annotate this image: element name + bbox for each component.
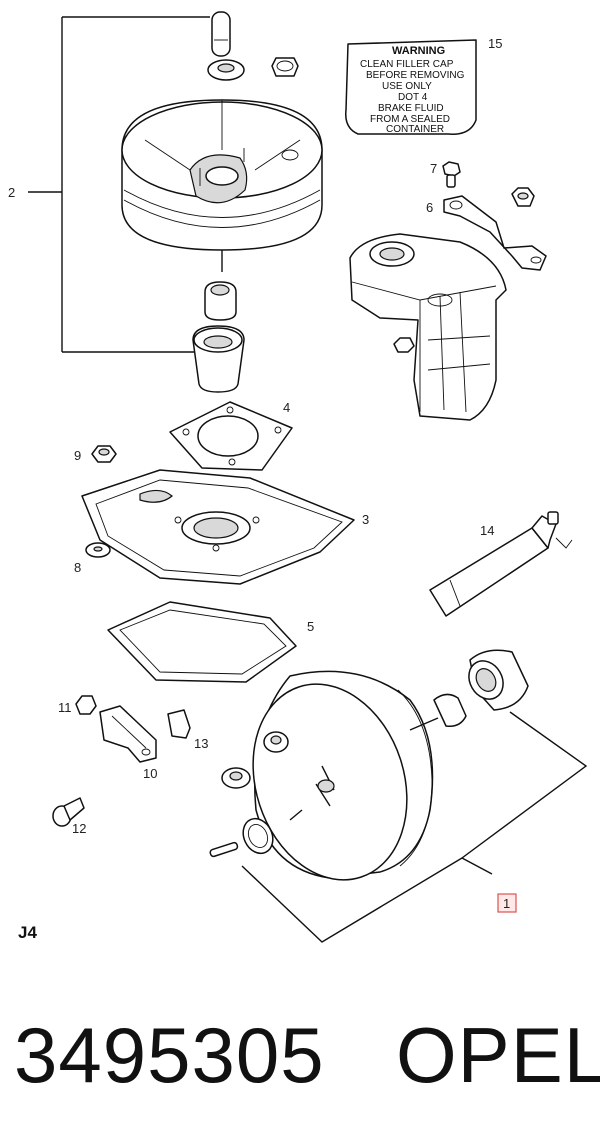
warning-line-6: FROM A SEALED [370,114,450,125]
warning-line-7: CONTAINER [386,124,444,135]
gasket-4-part [169,401,293,471]
rubber-grommet-part [221,767,251,789]
bump-stop-part [204,281,237,321]
clip-13-part [167,709,191,739]
washer-8-part [85,542,111,558]
bearing-nut-part [207,59,245,81]
brake-booster-part [252,670,439,881]
callout-1-box: 1 [497,893,517,913]
cup-bushing-part [192,325,245,393]
warning-label-part: WARNING CLEAN FILLER CAP BEFORE REMOVING… [345,39,477,135]
callout-8: 8 [74,560,81,575]
callout-3: 3 [362,512,369,527]
callout-4: 4 [283,400,290,415]
dowel-pin-part [209,841,239,858]
warning-title: WARNING [392,45,445,57]
part-number: 3495305 [14,1011,325,1099]
small-nut-part [393,337,415,353]
warning-line-1: CLEAN FILLER CAP [360,59,454,70]
callout-10: 10 [143,766,157,781]
warning-line-3: USE ONLY [382,81,432,92]
callout-14: 14 [480,523,494,538]
filter-part [433,693,467,728]
callout-7: 7 [430,161,437,176]
pin-12-part [52,797,85,827]
callout-5: 5 [307,619,314,634]
callout-1: 1 [503,896,510,911]
master-cylinder-reservoir-part [349,233,507,421]
warning-line-4: DOT 4 [398,92,428,103]
bolt-7-part [442,161,461,188]
callout-11: 11 [58,700,72,715]
nut-11-part [75,695,97,715]
warning-line-5: BRAKE FLUID [378,103,444,114]
mounting-plate-3-part [81,469,355,585]
pin-part [211,11,231,57]
nut-9-part [91,445,117,463]
callout-2: 2 [8,185,15,200]
warning-line-2: BEFORE REMOVING [366,70,465,81]
o-ring-part [242,817,274,855]
diagram-code: J4 [18,923,37,942]
grease-tube-14-part [429,511,573,617]
bracket-6-part [443,195,547,271]
callout-6: 6 [426,200,433,215]
callout-13: 13 [194,736,208,751]
callout-bracket-1 [241,711,588,943]
callout-12: 12 [72,821,86,836]
callout-15: 15 [488,36,502,51]
seal-5-part [107,601,297,683]
strut-mount-disc [121,99,323,251]
nut-part [511,187,535,207]
bracket-10-part [99,705,157,763]
brand-name: OPEL [396,1011,600,1099]
callout-9: 9 [74,448,81,463]
callout-bracket-2 [28,16,210,353]
sleeve-part [468,649,529,711]
grommet-part [271,57,299,77]
